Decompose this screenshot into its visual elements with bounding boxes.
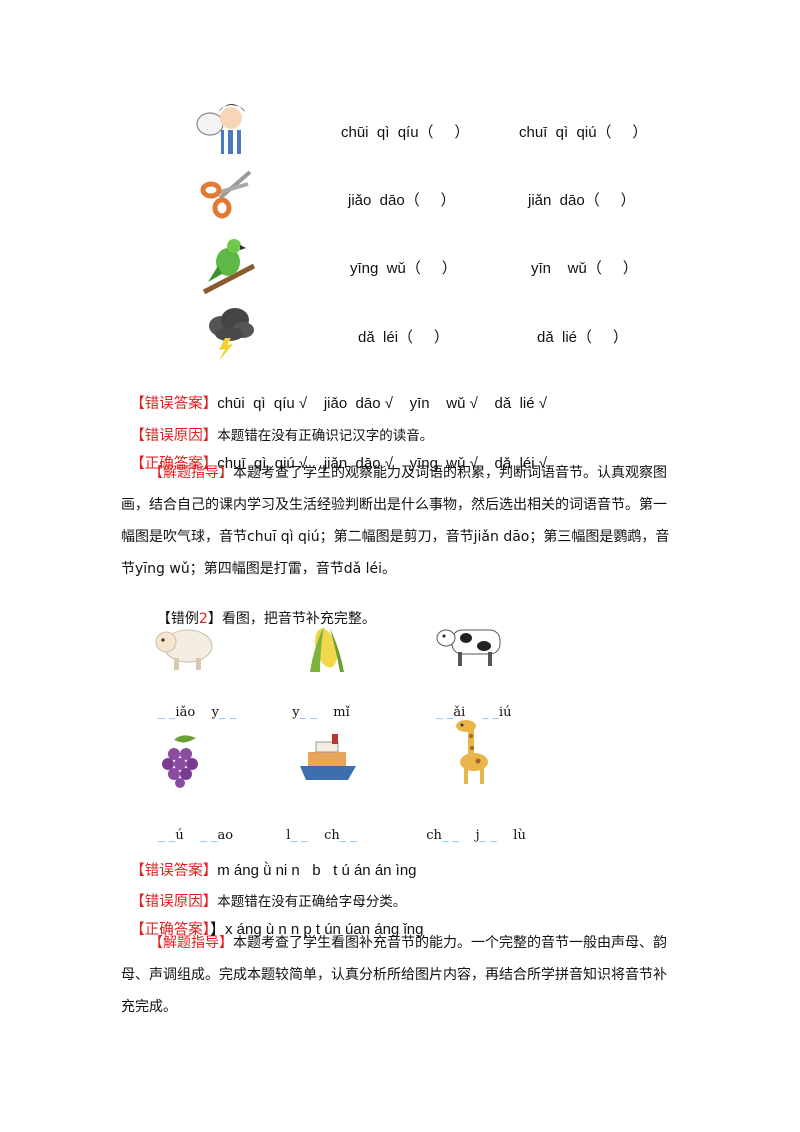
q1-wrong-answer: 【错误答案】chūi qì qíu √ jiǎo dāo √ yīn wǔ √ … <box>121 376 547 413</box>
guide-label: 【解题指导】 <box>149 465 233 481</box>
q2-wrong-reason: 【错误原因】本题错在没有正确给字母分类。 <box>121 874 406 911</box>
syllable-part: y <box>292 705 300 720</box>
example-title: 看图，把音节补充完整。 <box>221 611 376 627</box>
example-label-suffix: 】 <box>207 611 222 627</box>
option-a: chūi qì qíu（ ） <box>341 124 470 141</box>
grapes-icon <box>162 735 198 788</box>
option-a: jiǎo dāo（ ） <box>348 192 456 209</box>
syllable-part: mǐ <box>316 705 350 720</box>
q2-wrong-answer: 【错误答案】m áng ǜ ni n b t ú án án ìng <box>121 843 417 880</box>
q1-correct-answer: 【正确答案】chuī qì qiú √ jiǎn dāo √ yīng wǔ √… <box>121 436 547 473</box>
syllable-part: ǎi <box>453 705 482 720</box>
fill-item-cow: _ _ǎi _ _iú <box>428 690 512 720</box>
wrong-answer-label: 【错误答案】 <box>130 863 218 879</box>
blank: _ _ <box>339 828 357 843</box>
syllable-part: ch <box>307 828 340 843</box>
syllable-part: j <box>459 828 480 843</box>
blank: _ _ <box>299 705 317 720</box>
example-label-prefix: 【错例 <box>156 611 199 627</box>
q1-wrong-reason: 【错误原因】本题错在没有正确识记汉字的读音。 <box>121 408 433 445</box>
wrong-answer-label: 【错误答案】 <box>130 396 218 412</box>
blank: _ _ <box>441 828 460 843</box>
option-a: dǎ léi（ ） <box>358 329 449 346</box>
wrong-reason-label: 【错误原因】 <box>130 894 218 910</box>
syllable-part: iǎo y <box>175 705 220 720</box>
wrong-answer-text: chūi qì qíu √ jiǎo dāo √ yīn wǔ √ dǎ lié… <box>217 395 547 412</box>
scissors-icon <box>200 170 252 219</box>
blank: _ _ <box>481 705 499 720</box>
blank: _ _ <box>290 828 308 843</box>
syllable-part: ch <box>426 828 442 843</box>
option-b: chuī qì qiú（ ） <box>519 124 648 141</box>
option-b: dǎ lié（ ） <box>537 329 628 346</box>
wrong-reason-text: 本题错在没有正确给字母分类。 <box>217 894 407 910</box>
blank: _ _ <box>158 705 176 720</box>
q2-guide: 【解题指导】本题考查了学生看图补充音节的能力。一个完整的音节一般由声母、韵母、声… <box>121 927 677 1023</box>
wrong-reason-text: 本题错在没有正确识记汉字的读音。 <box>217 428 434 444</box>
syllable-part: l <box>286 828 291 843</box>
syllable-part: iú <box>498 705 512 720</box>
blank: _ _ <box>219 705 237 720</box>
option-a: yīng wǔ（ ） <box>350 260 457 277</box>
option-b: jiǎn dāo（ ） <box>528 192 636 209</box>
example-label-number: 2 <box>198 611 208 627</box>
fill-item-sheep: _ _iǎo y_ _ <box>150 690 236 720</box>
blank: _ _ <box>200 828 218 843</box>
syllable-part: lù <box>496 828 526 843</box>
correct-answer-label: 【正确答案】 <box>130 456 218 472</box>
syllable-part: ao <box>217 828 234 843</box>
corn-icon <box>310 626 344 672</box>
option-b: yīn wǔ（ ） <box>531 260 638 277</box>
fill-item-ship: l_ _ ch_ _ <box>278 813 357 843</box>
correct-answer-label: 【正确答案】 <box>130 922 210 938</box>
q1-guide: 【解题指导】本题考查了学生的观察能力及词语的积累，判断词语音节。认真观察图画，结… <box>121 457 677 585</box>
giraffe-icon <box>456 720 488 784</box>
wrong-answer-text: m áng ǜ ni n b t ú án án ìng <box>217 862 417 879</box>
wrong-reason-label: 【错误原因】 <box>130 428 218 444</box>
guide-text: 本题考查了学生看图补充音节的能力。一个完整的音节一般由声母、韵母、声调组成。完成… <box>121 935 667 1015</box>
blank: _ _ <box>158 828 176 843</box>
ship-icon <box>300 734 356 780</box>
fill-item-giraffe: ch_ _ j_ _ lù <box>418 813 526 843</box>
fill-item-grapes: _ _ú _ _ao <box>150 813 233 843</box>
correct-answer-text: chuī qì qiú √ jiǎn dāo √ yīng wǔ √ dǎ lé… <box>217 455 547 472</box>
q2-correct-answer: 【正确答案】】x áng ù n n p t ún úan áng ǐng <box>121 902 423 939</box>
thunder-cloud-icon <box>209 308 254 361</box>
guide-text: 本题考查了学生的观察能力及词语的积累，判断词语音节。认真观察图画，结合自己的课内… <box>121 465 670 577</box>
parrot-icon <box>202 239 256 294</box>
sheep-icon <box>155 629 213 670</box>
fill-item-corn: y_ _ mǐ <box>284 690 350 720</box>
blank: _ _ <box>436 705 454 720</box>
correct-answer-text: 】x áng ù n n p t ún úan áng ǐng <box>209 921 424 938</box>
syllable-part: ú <box>175 828 201 843</box>
boy-blowing-balloon-icon <box>196 104 245 154</box>
cow-icon <box>436 629 501 666</box>
blank: _ _ <box>479 828 497 843</box>
guide-label: 【解题指导】 <box>149 935 233 951</box>
q2-title-line: 【错例2】看图，把音节补充完整。 <box>148 592 376 628</box>
